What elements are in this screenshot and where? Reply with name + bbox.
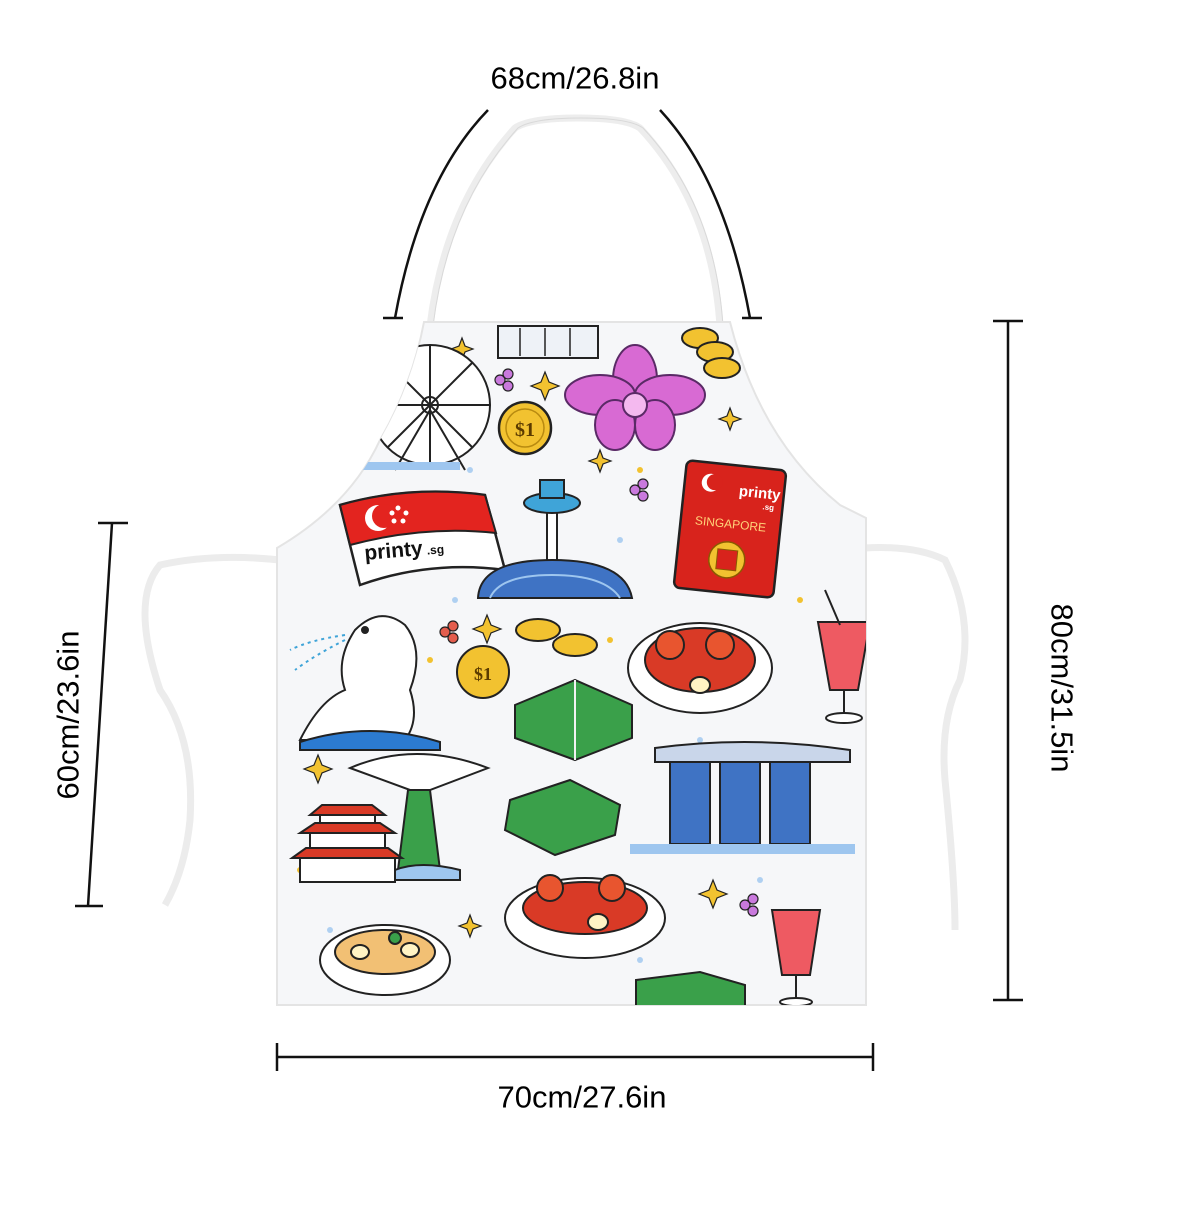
laksa-bowl-icon — [319, 924, 451, 996]
chilli-crab-icon — [627, 622, 773, 714]
side-dimension-line — [86, 522, 114, 907]
passport-icon: printy .sg SINGAPORE — [672, 459, 788, 599]
neck-dimension-arc — [393, 109, 489, 319]
rice-dumpling-icon — [503, 678, 746, 1005]
coin-stack-icon — [681, 327, 741, 379]
side-height-measurement: 60cm/23.6in — [50, 630, 86, 800]
sling-cocktail-icon — [816, 589, 866, 724]
flower-icon — [439, 368, 759, 917]
chilli-crab-icon — [504, 874, 666, 959]
building-icon — [497, 325, 599, 359]
passport-brand-suffix: .sg — [762, 502, 775, 512]
coin-label: $1 — [474, 664, 492, 684]
flag-brand-suffix: .sg — [426, 542, 444, 557]
sling-cocktail-icon — [770, 909, 822, 1005]
svg-text:printy.sg: printy.sg — [363, 535, 444, 565]
coin-label: $1 — [515, 419, 535, 441]
merlion-icon — [289, 615, 441, 751]
svg-text:printy: printy — [738, 483, 782, 504]
flag-icon: printy.sg — [338, 490, 507, 587]
pagoda-icon — [288, 804, 406, 883]
marina-bay-sands-icon — [630, 740, 855, 854]
sparkle-icon — [302, 336, 743, 939]
singapore-flyer-icon — [340, 344, 491, 471]
coin-icon: $1 — [456, 618, 598, 699]
neck-strap-measurement: 68cm/26.8in — [490, 60, 660, 96]
dimension-lines — [75, 109, 1023, 1071]
apron-pattern: $1 printy.sg — [288, 325, 866, 1005]
flag-brand: printy — [363, 537, 423, 565]
supertree-icon — [347, 753, 491, 881]
neck-strap — [426, 114, 724, 327]
coin-icon: $1 — [497, 400, 553, 456]
orchid-icon — [564, 344, 706, 451]
passport-brand: printy — [738, 483, 782, 504]
bottom-width-measurement: 70cm/27.6in — [497, 1079, 667, 1115]
left-waist-tie — [141, 553, 281, 907]
total-height-measurement: 80cm/31.5in — [1044, 603, 1080, 773]
right-waist-tie — [863, 544, 969, 931]
changi-tower-icon — [476, 479, 634, 599]
